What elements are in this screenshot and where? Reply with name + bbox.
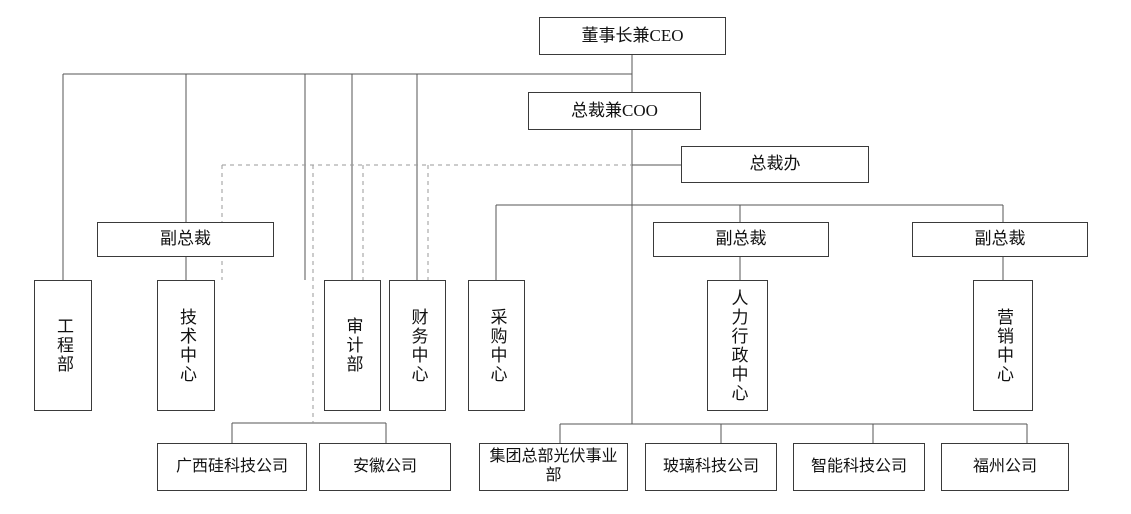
node-procurement-center-label: 采购中心 — [487, 307, 507, 384]
node-vp-left-label: 副总裁 — [160, 229, 211, 249]
node-hr-admin-center[interactable]: 人力行政中心 — [707, 280, 768, 411]
node-anhui-company-label: 安徽公司 — [352, 457, 417, 475]
node-engineering-dept[interactable]: 工程部 — [34, 280, 92, 411]
node-glass-tech-label: 玻璃科技公司 — [662, 457, 759, 475]
node-coo[interactable]: 总裁兼COO — [528, 92, 701, 130]
node-fuzhou-company[interactable]: 福州公司 — [941, 443, 1069, 491]
node-marketing-center[interactable]: 营销中心 — [973, 280, 1033, 411]
node-pv-division-label: 集团总部光伏事业部 — [489, 448, 618, 484]
node-guangxi-silicon-label: 广西硅科技公司 — [175, 457, 288, 475]
node-guangxi-silicon[interactable]: 广西硅科技公司 — [157, 443, 307, 491]
node-glass-tech[interactable]: 玻璃科技公司 — [645, 443, 777, 491]
node-finance-center-label: 财务中心 — [408, 307, 428, 384]
node-vp-left[interactable]: 副总裁 — [97, 222, 274, 257]
node-vp-mid-label: 副总裁 — [715, 229, 767, 249]
node-anhui-company[interactable]: 安徽公司 — [319, 443, 451, 491]
node-vp-right[interactable]: 副总裁 — [912, 222, 1088, 257]
node-president-office-label: 总裁办 — [749, 154, 801, 174]
node-smart-tech[interactable]: 智能科技公司 — [793, 443, 925, 491]
node-procurement-center[interactable]: 采购中心 — [468, 280, 525, 411]
node-vp-mid[interactable]: 副总裁 — [653, 222, 829, 257]
node-ceo[interactable]: 董事长兼CEO — [539, 17, 726, 55]
node-engineering-dept-label: 工程部 — [54, 317, 74, 374]
node-tech-center-label: 技术中心 — [177, 307, 197, 384]
node-marketing-center-label: 营销中心 — [994, 307, 1014, 384]
node-president-office[interactable]: 总裁办 — [681, 146, 869, 183]
node-audit-dept[interactable]: 审计部 — [324, 280, 381, 411]
node-hr-admin-center-label: 人力行政中心 — [728, 288, 748, 403]
node-pv-division[interactable]: 集团总部光伏事业部 — [479, 443, 628, 491]
node-smart-tech-label: 智能科技公司 — [810, 457, 907, 475]
node-finance-center[interactable]: 财务中心 — [389, 280, 446, 411]
node-tech-center[interactable]: 技术中心 — [157, 280, 215, 411]
node-vp-right-label: 副总裁 — [974, 229, 1026, 249]
node-coo-label: 总裁兼COO — [571, 100, 658, 120]
node-audit-dept-label: 审计部 — [343, 317, 363, 374]
node-ceo-label: 董事长兼CEO — [581, 25, 684, 45]
node-fuzhou-company-label: 福州公司 — [972, 457, 1037, 475]
